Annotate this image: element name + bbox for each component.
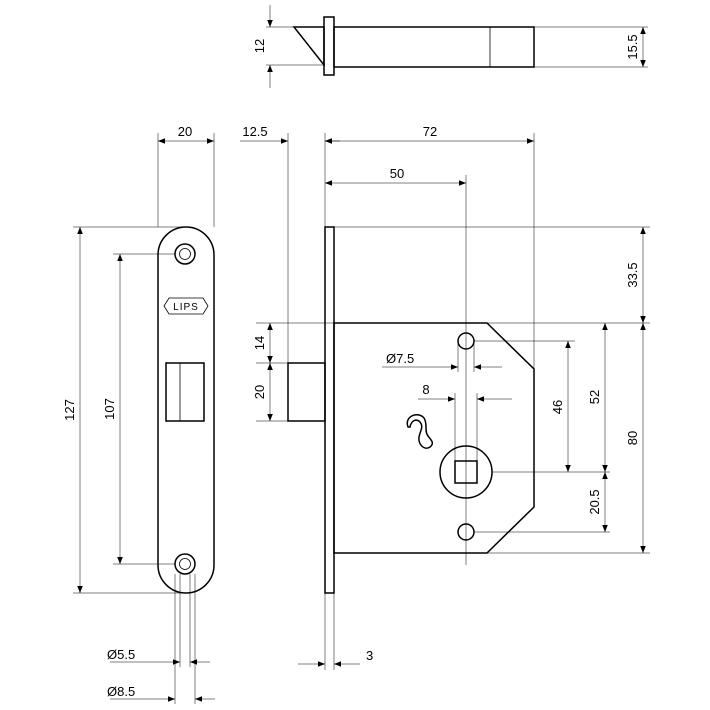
screw-diameter-dimensions: Ø5.5 Ø8.5 <box>107 574 215 704</box>
dim-latch-offset: 14 <box>252 336 267 350</box>
dim-case-depth: 72 <box>423 124 437 139</box>
dim-spindle: 8 <box>422 382 429 397</box>
latch-total-dimension: 15.5 <box>534 26 648 68</box>
spindle-dimension: 8 <box>418 382 512 461</box>
dim-hole-distance-46: 46 <box>550 400 565 414</box>
dim-faceplate-width: 20 <box>178 124 192 139</box>
dim-backset: 50 <box>390 166 404 181</box>
logo-text: LIPS <box>173 302 199 313</box>
dim-top-offset: 33.5 <box>625 262 640 287</box>
dim-lower-offset: 20.5 <box>587 489 602 514</box>
screw-distance-dimension: 107 <box>102 253 175 565</box>
plate-thickness-dimension: 3 <box>298 593 373 670</box>
dim-hole-distance-52: 52 <box>587 390 602 404</box>
dim-screw-small: Ø5.5 <box>107 647 135 662</box>
lock-case <box>287 226 535 594</box>
case-depth-dimension: 72 <box>325 124 535 369</box>
dim-backset-front: 12.5 <box>242 124 267 139</box>
faceplate-width-dimension: 20 <box>157 124 215 227</box>
case-height-dimension: 80 <box>487 323 650 554</box>
latch-height-dimension: 12 <box>252 5 324 88</box>
faceplate-height-dimension: 127 <box>62 226 185 594</box>
hole-distance-dimensions: 46 52 20.5 <box>474 323 610 533</box>
dim-screw-distance: 107 <box>102 398 117 420</box>
backset-dimension: 50 <box>325 166 467 565</box>
dim-cylinder-hole: Ø7.5 <box>386 351 414 366</box>
cylinder-hole-dimension: Ø7.5 <box>382 341 502 372</box>
top-offset-dimension: 33.5 <box>334 226 650 324</box>
latch-position-dimensions: 14 20 <box>252 322 334 422</box>
dim-screw-large: Ø8.5 <box>107 684 135 699</box>
dim-latch-height: 12 <box>252 39 267 53</box>
faceplate <box>157 226 215 594</box>
dim-faceplate-height: 127 <box>62 399 77 421</box>
dim-plate-thickness: 3 <box>366 648 373 663</box>
latch-bolt-top-view <box>292 16 535 76</box>
dim-latch-total: 15.5 <box>625 34 640 59</box>
dim-latch-size: 20 <box>252 385 267 399</box>
dim-case-height: 80 <box>625 431 640 445</box>
lips-logo: LIPS <box>163 297 209 315</box>
